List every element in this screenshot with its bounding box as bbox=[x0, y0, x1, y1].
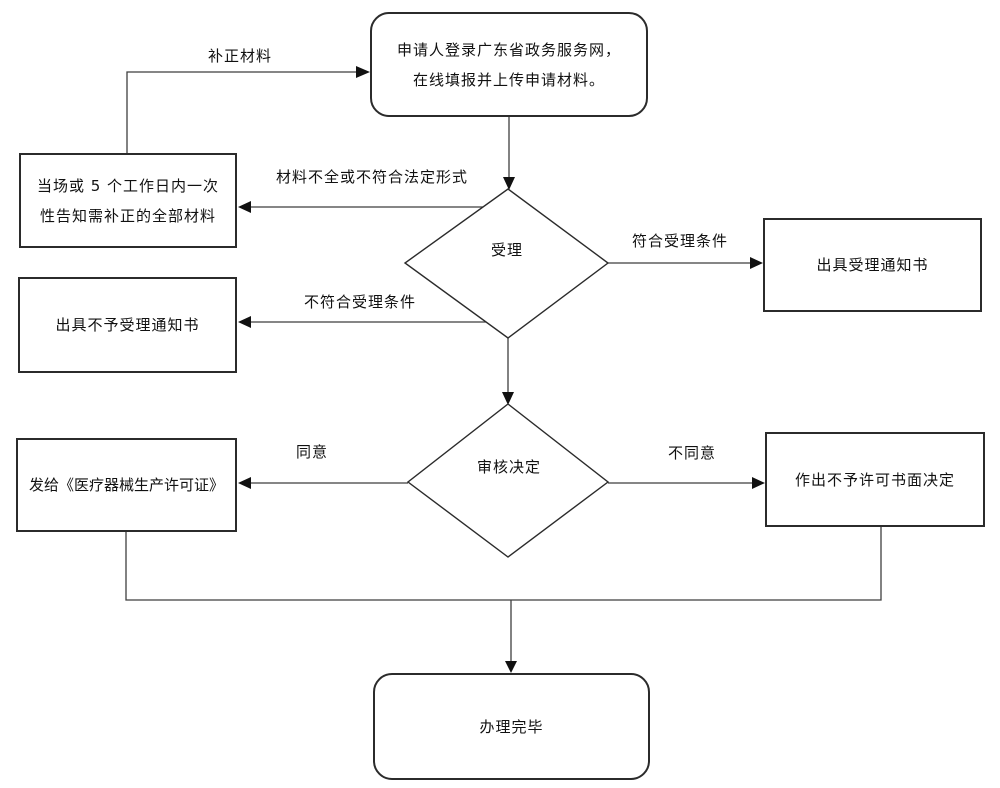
edge-start-to-accept-arrowhead bbox=[503, 177, 515, 190]
start-node-line1: 申请人登录广东省政务服务网， bbox=[396, 40, 621, 59]
edge-supplement-arrowhead bbox=[356, 66, 370, 78]
edge-label-disagree: 不同意 bbox=[667, 444, 717, 462]
reject-notice-box-label: 出具不予受理通知书 bbox=[55, 316, 200, 334]
accept-notice-box-label: 出具受理通知书 bbox=[816, 256, 929, 274]
start-node: 申请人登录广东省政务服务网， 在线填报并上传申请材料。 bbox=[370, 12, 648, 117]
edge-label-supplement: 补正材料 bbox=[207, 47, 273, 65]
supplement-box-line2: 性告知需补正的全部材料 bbox=[39, 206, 216, 225]
edge-disagree-arrowhead bbox=[752, 477, 765, 489]
end-node: 办理完毕 bbox=[373, 673, 650, 780]
supplement-box-line1: 当场或 5 个工作日内一次 bbox=[36, 176, 220, 195]
deny-box: 作出不予许可书面决定 bbox=[765, 432, 985, 527]
edge-label-meets-conditions: 符合受理条件 bbox=[631, 232, 729, 250]
license-box-label: 发给《医疗器械生产许可证》 bbox=[28, 476, 224, 494]
edge-accept-to-review-arrowhead bbox=[502, 392, 514, 405]
reject-notice-box: 出具不予受理通知书 bbox=[18, 277, 237, 373]
edge-not-meets-arrowhead bbox=[238, 316, 251, 328]
license-box: 发给《医疗器械生产许可证》 bbox=[16, 438, 237, 532]
start-node-line2: 在线填报并上传申请材料。 bbox=[412, 70, 605, 89]
edge-label-agree: 同意 bbox=[295, 443, 329, 461]
review-diamond-shape bbox=[406, 403, 610, 558]
edge-merge-line bbox=[125, 527, 882, 601]
edge-supplement-line bbox=[126, 71, 357, 153]
deny-box-label: 作出不予许可书面决定 bbox=[794, 470, 955, 489]
edge-label-incomplete: 材料不全或不符合法定形式 bbox=[275, 168, 469, 186]
edge-meets-arrowhead bbox=[750, 257, 763, 269]
accept-diamond-label: 受理 bbox=[490, 241, 524, 259]
edge-label-not-meets-conditions: 不符合受理条件 bbox=[303, 293, 417, 311]
edge-incomplete-arrowhead bbox=[238, 201, 251, 213]
edge-agree-arrowhead bbox=[238, 477, 251, 489]
accept-diamond-shape bbox=[403, 188, 610, 339]
accept-notice-box: 出具受理通知书 bbox=[763, 218, 982, 312]
end-node-label: 办理完毕 bbox=[479, 717, 544, 736]
review-diamond-label: 审核决定 bbox=[476, 458, 542, 476]
edge-to-end-arrowhead bbox=[505, 661, 517, 673]
supplement-box: 当场或 5 个工作日内一次 性告知需补正的全部材料 bbox=[19, 153, 237, 248]
